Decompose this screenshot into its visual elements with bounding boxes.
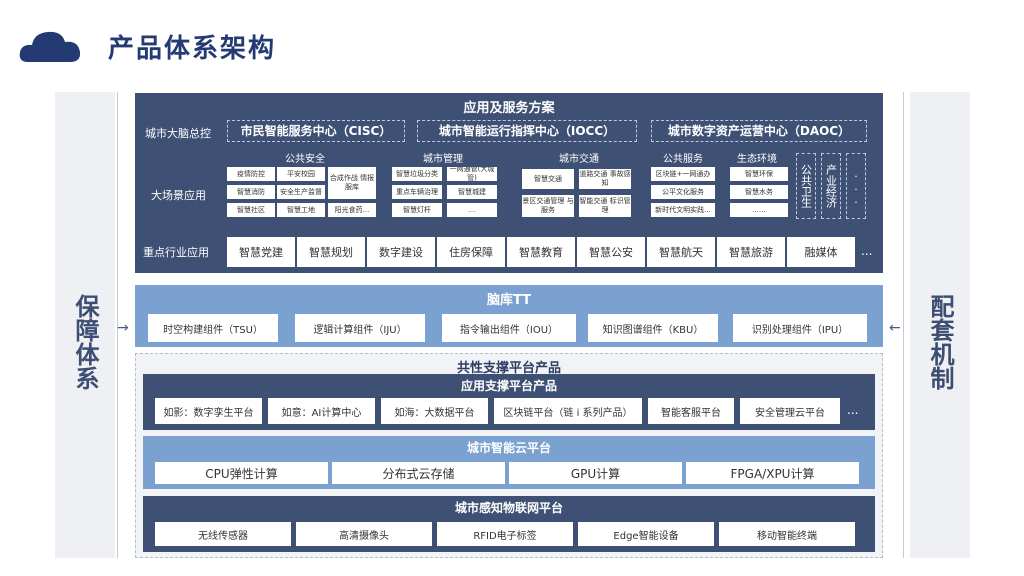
tt-component: 识别处理组件（IPU） xyxy=(733,314,867,342)
scene-item: 重点车辆治理 xyxy=(392,185,442,199)
scene-item: 智慧城建 xyxy=(447,185,497,199)
cloud-item: GPU计算 xyxy=(509,462,682,484)
scene-item: 疫情防控 xyxy=(227,167,275,181)
left-side-panel: 保障体系 xyxy=(55,92,115,558)
vertical-label: ... xyxy=(849,166,863,206)
center-iocc: 城市智能运行指挥中心（IOCC） xyxy=(417,120,637,142)
scene-item: 区块链+一网通办 xyxy=(651,167,715,181)
scene-item: 智慧垃圾分类 xyxy=(392,167,442,181)
app-support-title: 应用支撑平台产品 xyxy=(460,379,557,393)
scene-item: 阳光食药... xyxy=(328,203,376,217)
left-arrow-icon: → xyxy=(117,320,129,336)
scene-item: 公平文化服务 xyxy=(651,185,715,199)
industry-item: 智慧规划 xyxy=(297,237,365,267)
brain-label: 城市大脑总控 xyxy=(145,127,211,140)
right-side-panel: 配套机制 xyxy=(910,92,970,558)
tt-component: 时空构建组件（TSU） xyxy=(148,314,278,342)
app-support-item: 安全管理云平台 xyxy=(740,398,840,424)
divider xyxy=(903,92,904,558)
vertical-public-health: 公共卫生 xyxy=(796,153,816,219)
tt-component: 知识图谱组件（KBU） xyxy=(588,314,718,342)
iot-item: 移动智能终端 xyxy=(719,522,855,546)
industry-item: 智慧航天 xyxy=(647,237,715,267)
industry-item: 住房保障 xyxy=(437,237,505,267)
iot-item: RFID电子标签 xyxy=(437,522,573,546)
scene-item: 智能交通 标识管理 xyxy=(579,195,631,217)
app-support-item: 如意：AI计算中心 xyxy=(268,398,375,424)
vertical-label: 产业经济 xyxy=(824,164,838,208)
center-daoc: 城市数字资产运营中心（DAOC） xyxy=(651,120,867,142)
scene-item: 智慧环保 xyxy=(730,167,788,181)
scene-item: 智慧水务 xyxy=(730,185,788,199)
app-support-item: 区块链平台（链 i 系列产品） xyxy=(494,398,642,424)
scene-item: ... xyxy=(447,203,497,217)
iot-item: Edge智能设备 xyxy=(578,522,714,546)
app-support-item: 如影：数字孪生平台 xyxy=(155,398,262,424)
scene-item: 智慧灯杆 xyxy=(392,203,442,217)
cloud-item: CPU弹性计算 xyxy=(155,462,328,484)
industry-more: ... xyxy=(861,244,873,258)
industry-label: 重点行业应用 xyxy=(143,246,209,259)
industry-item: 智慧教育 xyxy=(507,237,575,267)
industry-item: 智慧党建 xyxy=(227,237,295,267)
category-traffic: 城市交通 xyxy=(559,154,599,165)
industry-item: 智慧旅游 xyxy=(717,237,785,267)
category-citymgmt: 城市管理 xyxy=(423,154,463,165)
scene-item: 平安校园 xyxy=(277,167,325,181)
scene-item: 一网通管(大城管) xyxy=(447,167,497,181)
iot-title: 城市感知物联网平台 xyxy=(454,501,563,515)
iot-item: 高清摄像头 xyxy=(296,522,432,546)
tt-component: 逻辑计算组件（IJU） xyxy=(295,314,425,342)
vertical-more: ... xyxy=(846,153,866,219)
scene-item: 景区交通管理 与服务 xyxy=(522,195,574,217)
category-eco: 生态环境 xyxy=(737,154,777,165)
scene-label: 大场景应用 xyxy=(151,189,206,202)
industry-item: 融媒体 xyxy=(787,237,855,267)
support-title: 共性支撑平台产品 xyxy=(456,361,561,376)
category-safety: 公共安全 xyxy=(285,154,325,165)
scene-item: 智慧消防 xyxy=(227,185,275,199)
industry-item: 数字建设 xyxy=(367,237,435,267)
industry-item: 智慧公安 xyxy=(577,237,645,267)
application-title: 应用及服务方案 xyxy=(463,101,555,116)
iot-item: 无线传感器 xyxy=(155,522,291,546)
scene-item: ...... xyxy=(730,203,788,217)
scene-item: 新时代文明实践... xyxy=(651,203,715,217)
scene-item: 道路交通 事故感知 xyxy=(579,169,631,189)
right-side-label: 配套机制 xyxy=(926,294,954,390)
scene-item: 智慧工地 xyxy=(277,203,325,217)
app-support-item: 如海：大数据平台 xyxy=(381,398,488,424)
tt-component: 指令输出组件（IOU） xyxy=(442,314,576,342)
app-support-item: 智能客服平台 xyxy=(648,398,734,424)
divider xyxy=(117,92,118,558)
cloud-icon xyxy=(19,31,81,62)
scene-item: 智慧社区 xyxy=(227,203,275,217)
vertical-industry-economy: 产业经济 xyxy=(821,153,841,219)
left-side-label: 保障体系 xyxy=(71,294,99,390)
scene-item: 智慧交通 xyxy=(522,169,574,189)
vertical-label: 公共卫生 xyxy=(799,164,813,208)
scene-item: 安全生产监督 xyxy=(277,185,325,199)
page-title: 产品体系架构 xyxy=(108,34,277,64)
cloud-item: FPGA/XPU计算 xyxy=(686,462,859,484)
right-arrow-icon: ← xyxy=(889,320,901,336)
tt-title: 脑库TT xyxy=(486,293,532,308)
category-public: 公共服务 xyxy=(663,154,703,165)
app-support-more: ... xyxy=(847,403,859,417)
center-cisc: 市民智能服务中心（CISC） xyxy=(227,120,405,142)
cloud-title: 城市智能云平台 xyxy=(466,441,551,455)
scene-item: 合成作战 情报服库 xyxy=(328,167,376,199)
cloud-item: 分布式云存储 xyxy=(332,462,505,484)
